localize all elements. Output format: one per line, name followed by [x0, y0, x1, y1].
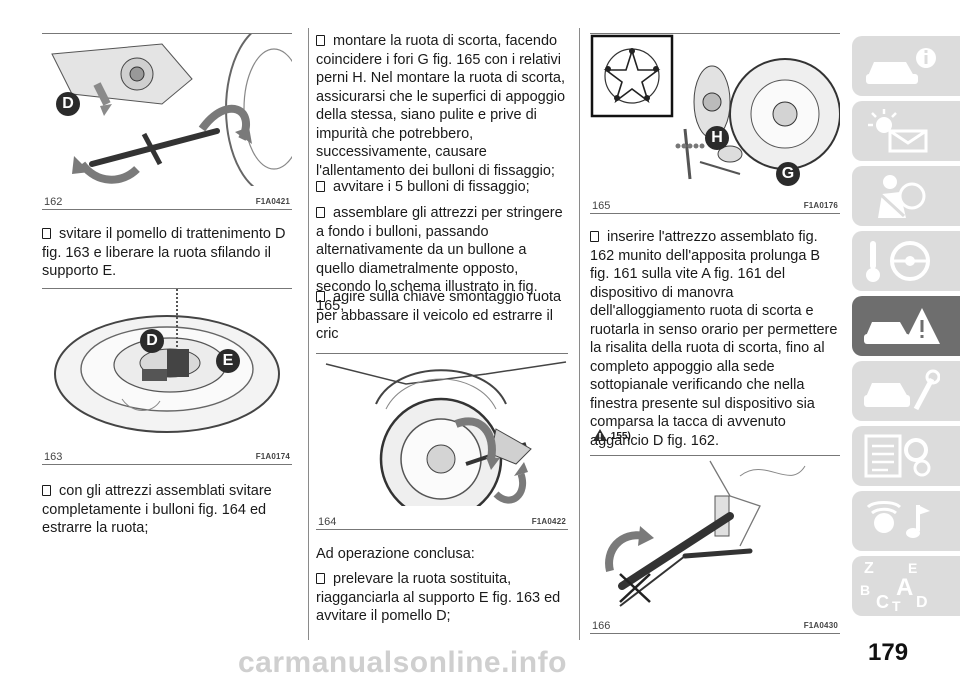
- tab-index[interactable]: Z E B A C T D: [852, 556, 960, 616]
- figure-166-illustration: [605, 460, 806, 607]
- tab-multimedia[interactable]: [852, 491, 960, 551]
- key-steering-icon: [866, 241, 930, 282]
- figure-166-code: F1A0430: [803, 621, 838, 630]
- checkbox-bullet-icon: [42, 228, 51, 239]
- warning-reference: 155): [592, 428, 631, 442]
- figure-163-code: F1A0174: [255, 452, 290, 461]
- step-remove-replaced-wheel: prelevare la ruota sostituita, riagganci…: [316, 570, 568, 626]
- step-lower-vehicle-text: agire sulla chiave smontaggio ruota per …: [316, 289, 562, 342]
- figure-162-illustration: [51, 34, 292, 186]
- tab-safety[interactable]: [852, 166, 960, 226]
- figure-165-caption: 165 F1A0176: [590, 200, 840, 214]
- checkbox-bullet-icon: [316, 181, 325, 192]
- figure-162-number: 162: [44, 196, 63, 208]
- index-letter-t: T: [892, 598, 901, 614]
- figure-165-label-h: H: [705, 126, 729, 150]
- checkbox-bullet-icon: [316, 291, 325, 302]
- figure-164: [316, 353, 568, 506]
- index-letter-z: Z: [864, 560, 874, 577]
- step-mount-spare: montare la ruota di scorta, facendo coin…: [316, 32, 568, 180]
- index-letter-c: C: [876, 592, 889, 612]
- checkbox-bullet-icon: [42, 485, 51, 496]
- page-number: 179: [868, 639, 909, 666]
- light-signal-icon: [868, 109, 928, 153]
- tab-starting-driving[interactable]: [852, 231, 960, 291]
- figure-166: [590, 455, 840, 607]
- step-unscrew-knob: svitare il pomello di trattenimento D fi…: [42, 225, 292, 281]
- step-insert-tool-text: inserire l'attrezzo assemblato fig. 162 …: [590, 229, 838, 449]
- figure-162-code: F1A0421: [255, 197, 290, 206]
- airbag-seatbelt-icon: [878, 175, 926, 218]
- step-screw-bolts: avvitare i 5 bulloni di fissaggio;: [316, 178, 568, 197]
- checkbox-bullet-icon: [590, 231, 599, 242]
- figure-165-illustration: [590, 34, 840, 180]
- step-insert-tool: inserire l'attrezzo assemblato fig. 162 …: [590, 228, 840, 450]
- step-tighten-bolts: assemblare gli attrezzi per stringere a …: [316, 204, 568, 315]
- index-letter-e: E: [908, 560, 918, 576]
- step-remove-replaced-wheel-text: prelevare la ruota sostituita, riagganci…: [316, 571, 561, 624]
- figure-166-caption: 166 F1A0430: [590, 620, 840, 634]
- column-divider-2: [579, 28, 580, 640]
- step-unscrew-knob-text: svitare il pomello di trattenimento D fi…: [42, 226, 286, 279]
- figure-163-illustration: [54, 289, 280, 433]
- figure-162: D: [42, 33, 292, 186]
- warning-triangle-icon: [593, 429, 607, 441]
- section-heading-after-operation: Ad operazione conclusa:: [316, 546, 475, 562]
- figure-164-number: 164: [318, 516, 337, 528]
- figure-165-label-g: G: [776, 162, 800, 186]
- tab-car-info[interactable]: [852, 36, 960, 96]
- figure-163: D E: [42, 288, 292, 440]
- figure-164-caption: 164 F1A0422: [316, 516, 568, 530]
- step-screw-bolts-text: avvitare i 5 bulloni di fissaggio;: [333, 179, 530, 195]
- figure-163-caption: 163 F1A0174: [42, 451, 292, 465]
- step-lower-vehicle: agire sulla chiave smontaggio ruota per …: [316, 288, 568, 344]
- index-letter-a: A: [896, 574, 914, 601]
- figure-165-code: F1A0176: [803, 201, 838, 210]
- figure-165-number: 165: [592, 200, 611, 212]
- tab-technical-data[interactable]: [852, 426, 960, 486]
- car-maintenance-icon: [864, 369, 940, 411]
- tab-maintenance[interactable]: [852, 361, 960, 421]
- car-info-icon: [866, 48, 936, 84]
- warning-reference-text: 155): [610, 431, 631, 442]
- figure-163-label-e: E: [216, 349, 240, 373]
- column-divider-1: [308, 28, 309, 640]
- figure-164-code: F1A0422: [531, 517, 566, 526]
- figure-163-number: 163: [44, 451, 63, 463]
- step-tighten-bolts-text: assemblare gli attrezzi per stringere a …: [316, 205, 563, 314]
- step-unscrew-bolts: con gli attrezzi assemblati svitare comp…: [42, 482, 292, 538]
- step-mount-spare-text: montare la ruota di scorta, facendo coin…: [316, 33, 566, 179]
- tab-lights-signals[interactable]: [852, 101, 960, 161]
- checkbox-bullet-icon: [316, 35, 325, 46]
- index-letters-icon: Z E B A C T D: [852, 556, 960, 616]
- figure-162-caption: 162 F1A0421: [42, 196, 292, 210]
- figure-165: H G: [590, 33, 840, 186]
- figure-162-label-d: D: [56, 92, 80, 116]
- step-unscrew-bolts-text: con gli attrezzi assemblati svitare comp…: [42, 483, 272, 536]
- index-letter-b: B: [860, 582, 871, 598]
- technical-data-icon: [864, 434, 931, 478]
- figure-166-number: 166: [592, 620, 611, 632]
- checkbox-bullet-icon: [316, 207, 325, 218]
- index-letter-d: D: [916, 594, 928, 611]
- tab-emergency[interactable]: [852, 296, 960, 356]
- car-emergency-icon: [864, 308, 940, 344]
- watermark: carmanualsonline.info: [238, 646, 567, 678]
- multimedia-icon: [866, 501, 930, 538]
- figure-164-illustration: [325, 361, 567, 506]
- checkbox-bullet-icon: [316, 573, 325, 584]
- figure-163-label-d: D: [140, 329, 164, 353]
